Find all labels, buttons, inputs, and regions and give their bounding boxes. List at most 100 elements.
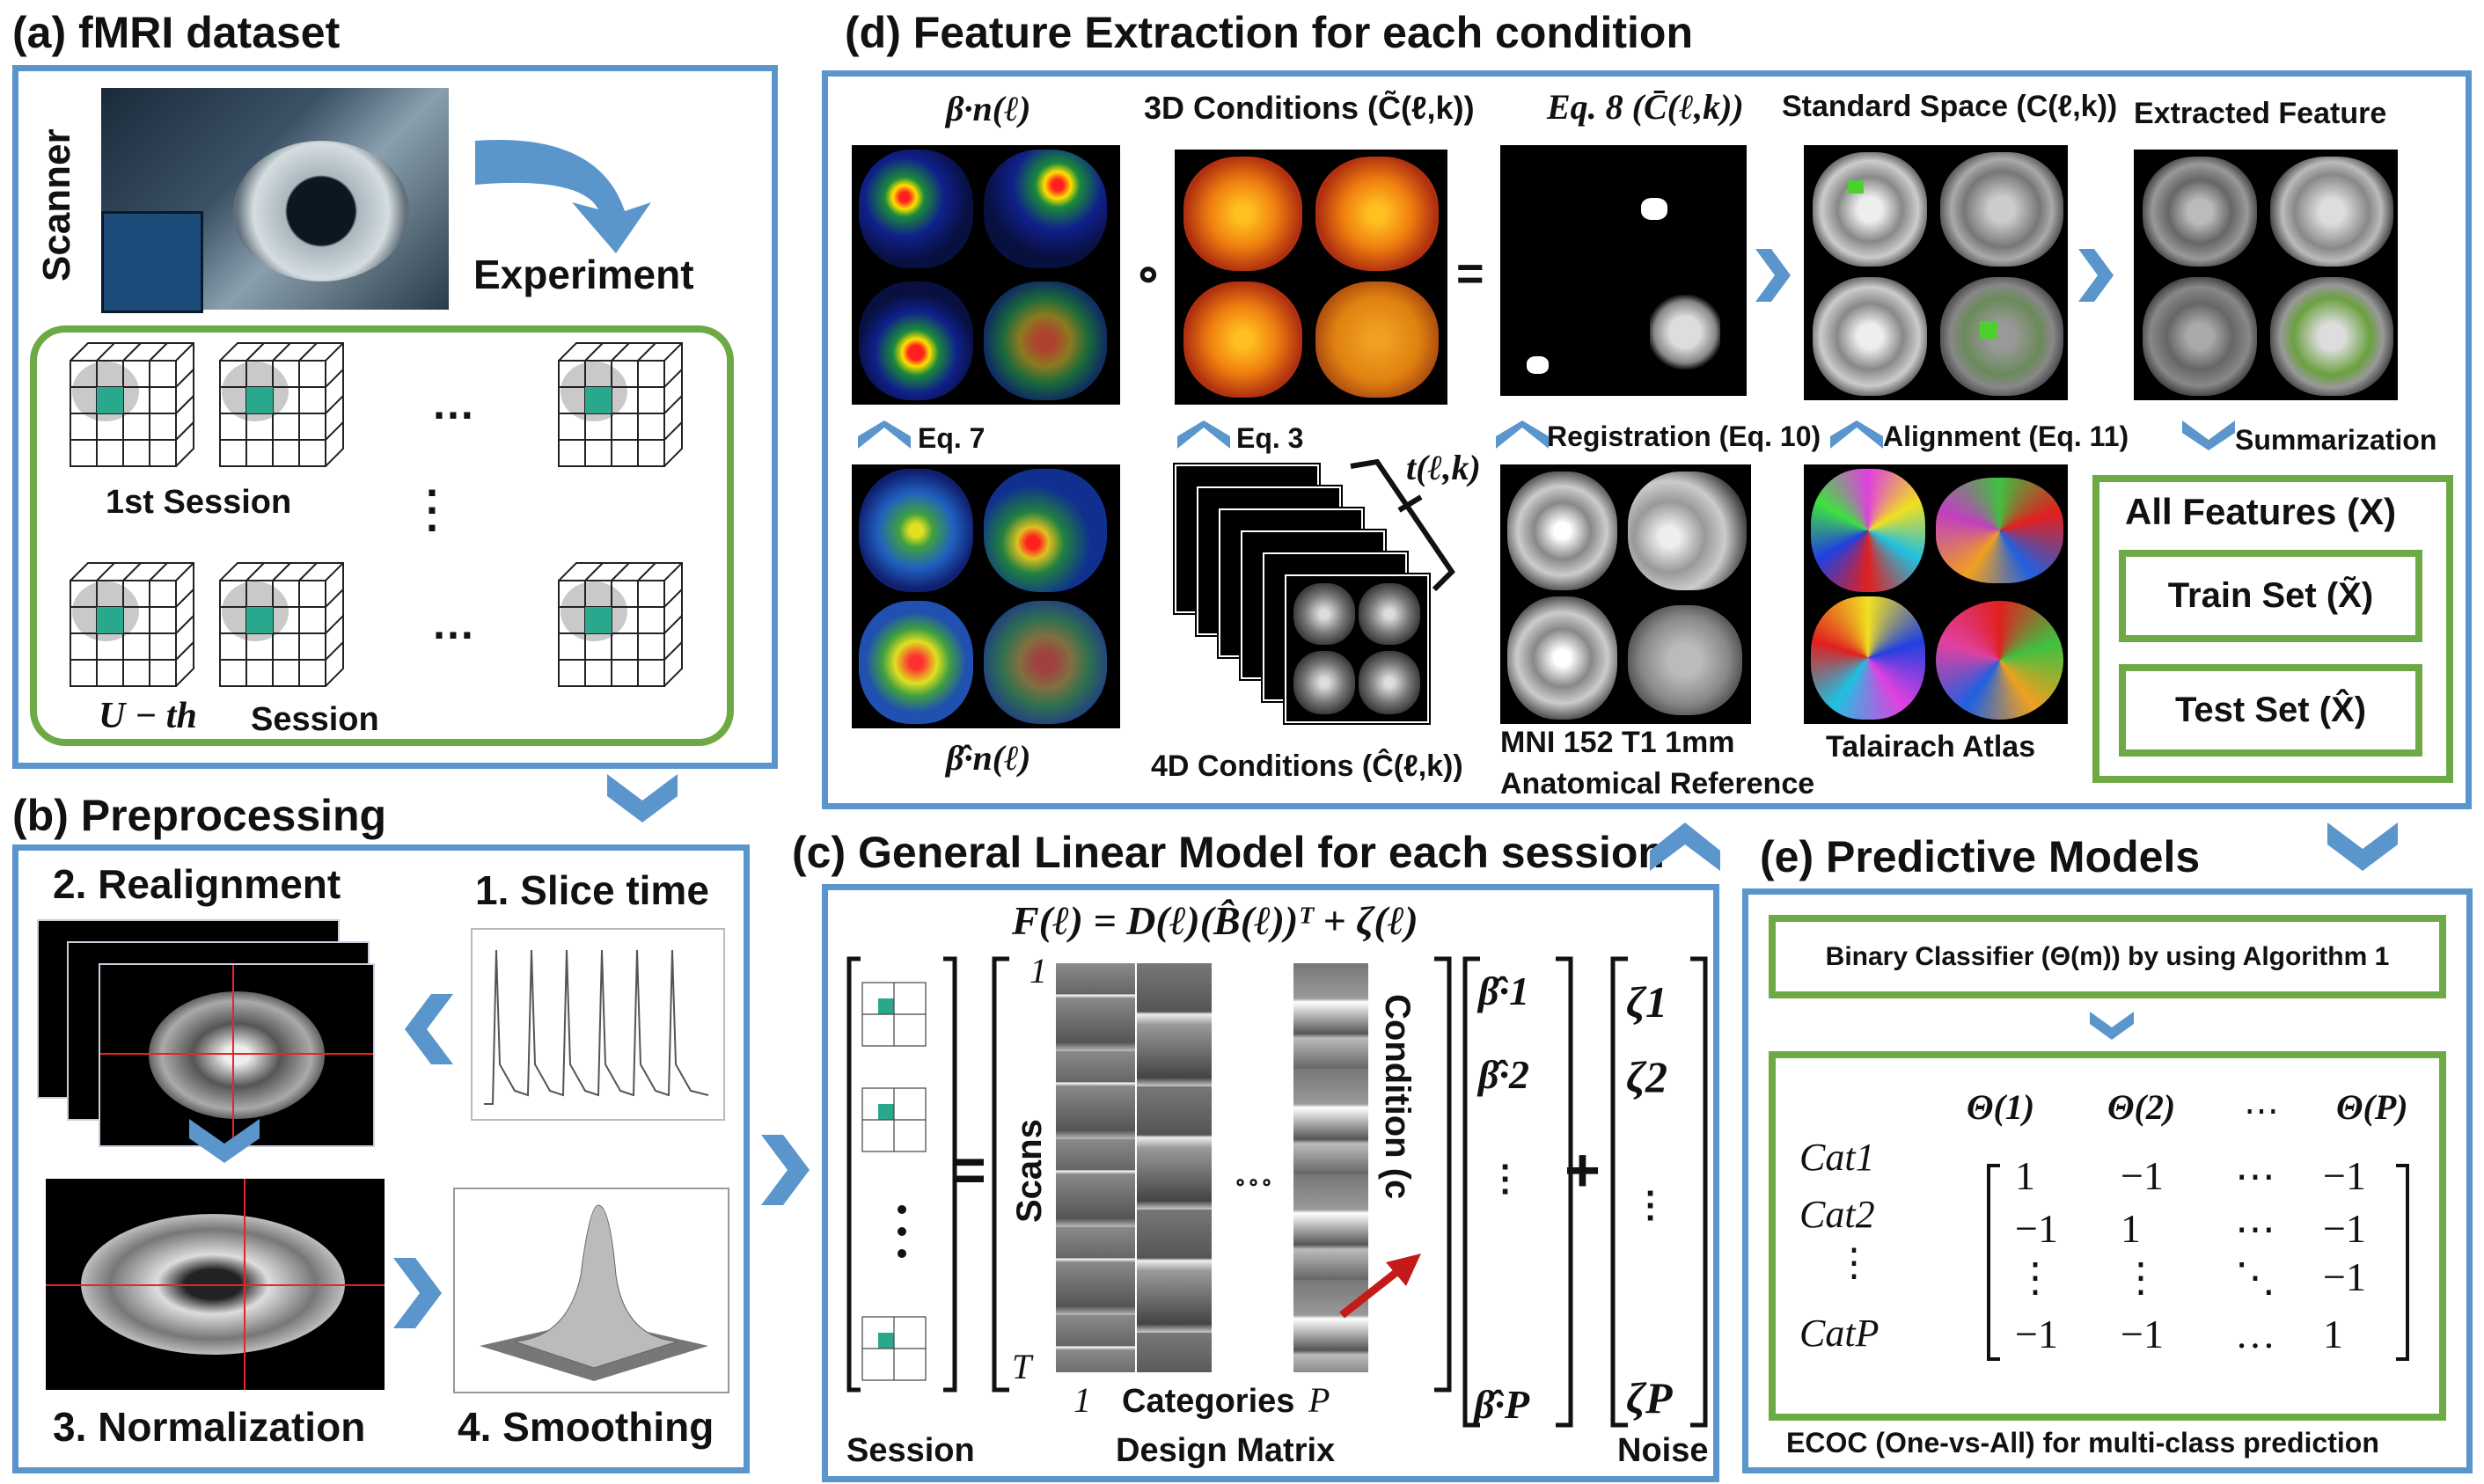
chevron-eq7 xyxy=(858,420,911,449)
chevron-d-to-e xyxy=(2327,822,2398,871)
slice-time-label: 1. Slice time xyxy=(475,867,709,913)
design-col-1 xyxy=(1056,963,1135,1372)
extracted-feature-image xyxy=(2134,150,2398,400)
design-matrix-brackets xyxy=(992,956,1452,1393)
chevron-slice-to-realign xyxy=(405,994,453,1064)
mni-label: MNI 152 T1 1mm xyxy=(1500,726,1735,759)
circ-operator: ∘ xyxy=(1133,248,1163,301)
chevron-registration xyxy=(1496,420,1549,449)
beta-vdots: ··· xyxy=(1500,1148,1513,1211)
cond3d-label: 3D Conditions (C̃(ℓ,k)) xyxy=(1144,90,1475,126)
ecoc-cell-r3-c1: ⋮ xyxy=(2015,1255,2055,1300)
chevron-b-to-c xyxy=(761,1135,810,1205)
ecoc-cell-r2-c2: 1 xyxy=(2121,1206,2141,1251)
talairach-image xyxy=(1804,464,2068,724)
beta-hat-heatmap xyxy=(852,464,1120,728)
chevron-a-to-b xyxy=(607,774,678,822)
cat-vdots: ⋮ xyxy=(1835,1241,1873,1284)
train-set-label: Train Set (X̃) xyxy=(2167,576,2374,615)
mni-image xyxy=(1500,464,1751,724)
chevron-std-to-extracted xyxy=(2078,249,2114,302)
beta-hat-label: β̂·n(ℓ) xyxy=(946,738,1031,778)
row-t-label: T xyxy=(1012,1347,1032,1386)
cat-1: Cat1 xyxy=(1799,1136,1875,1179)
col-one-label: 1 xyxy=(1073,1380,1091,1420)
row-one-label: 1 xyxy=(1030,951,1047,991)
session-brackets xyxy=(846,956,957,1393)
first-session-label: 1st Session xyxy=(106,484,292,521)
equals-sign: = xyxy=(950,1136,986,1204)
equals-operator: = xyxy=(1456,247,1484,300)
zeta-1: ζ1 xyxy=(1626,977,1668,1027)
scans-label: Scans xyxy=(1010,1119,1049,1223)
t-label: t(ℓ,k) xyxy=(1406,448,1481,487)
chevron-alignment xyxy=(1830,420,1883,449)
red-arrow xyxy=(1339,1254,1421,1319)
ecoc-cell-r4-c3: … xyxy=(2235,1312,2275,1356)
ecoc-cell-r4-c4: 1 xyxy=(2323,1312,2343,1356)
extracted-feature-label: Extracted Feature xyxy=(2134,97,2387,130)
session-dots-1: … xyxy=(431,379,475,428)
slice-time-curve xyxy=(484,949,709,1105)
realign-img-3 xyxy=(99,963,375,1147)
session-cubes xyxy=(70,342,683,687)
zeta-vdots: ··· xyxy=(1645,1174,1658,1238)
panel-a-title: (a) fMRI dataset xyxy=(12,8,341,57)
cat-2: Cat2 xyxy=(1799,1193,1875,1236)
experiment-arrow xyxy=(475,140,651,253)
binary-classifier-label: Binary Classifier (Θ(m)) by using Algori… xyxy=(1825,941,2390,971)
panel-b-title: (b) Preprocessing xyxy=(12,791,387,840)
normalization-img xyxy=(46,1179,385,1390)
theta-p: Θ(P) xyxy=(2336,1087,2408,1127)
beta-2: β̂·2 xyxy=(1478,1052,1530,1097)
design-col-2 xyxy=(1137,963,1212,1372)
design-ellipsis: ∘∘∘ xyxy=(1234,1171,1274,1195)
panel-e-title: (e) Predictive Models xyxy=(1760,832,2201,881)
zeta-p: ζP xyxy=(1626,1373,1673,1422)
cat-p: CatP xyxy=(1799,1312,1879,1355)
session-dots-2: … xyxy=(431,599,475,648)
glm-equation: F(ℓ) = D(ℓ)(B̂(ℓ))ᵀ + ζ(ℓ) xyxy=(1012,898,1418,943)
panel-d-title: (d) Feature Extraction for each conditio… xyxy=(845,8,1693,57)
standard-space-image xyxy=(1804,145,2068,400)
binary-classifier-box: Binary Classifier (Θ(m)) by using Algori… xyxy=(1769,915,2446,998)
ecoc-label: ECOC (One-vs-All) for multi-class predic… xyxy=(1786,1427,2379,1458)
ecoc-box xyxy=(1769,1051,2446,1421)
noise-brackets xyxy=(1610,956,1708,1428)
beta-1: β̂·1 xyxy=(1478,969,1530,1013)
all-features-label: All Features (X) xyxy=(2125,491,2397,532)
normalization-label: 3. Normalization xyxy=(53,1404,366,1450)
beta-heatmap xyxy=(852,145,1120,405)
design-matrix-label: Design Matrix xyxy=(1116,1432,1336,1469)
beta-p: β̂·P xyxy=(1474,1382,1530,1427)
test-set-box: Test Set (X̂) xyxy=(2119,664,2422,757)
condition-label: Condition (c xyxy=(1378,994,1417,1200)
eq8-label: Eq. 8 (C̄(ℓ,k)) xyxy=(1547,87,1744,127)
smoothing-label: 4. Smoothing xyxy=(458,1404,714,1450)
chevron-norm-to-smooth xyxy=(393,1258,442,1328)
ecoc-cell-r1-c1: 1 xyxy=(2015,1153,2035,1198)
eq7-label: Eq. 7 xyxy=(918,422,986,454)
u-session-label: Session xyxy=(251,701,379,738)
ecoc-cell-r2-c1: −1 xyxy=(2015,1206,2058,1251)
chevron-eq8-to-std xyxy=(1755,249,1791,302)
eq3-label: Eq. 3 xyxy=(1236,422,1304,454)
session-vdots: ··· xyxy=(426,468,441,552)
theta-2: Θ(2) xyxy=(2107,1087,2176,1127)
chevron-c-to-d xyxy=(1650,822,1720,871)
ecoc-cell-r1-c3: ⋯ xyxy=(2235,1154,2275,1199)
plus-sign: + xyxy=(1564,1136,1601,1204)
anatomical-reference-label: Anatomical Reference xyxy=(1500,767,1815,800)
talairach-label: Talairach Atlas xyxy=(1826,730,2036,764)
train-set-box: Train Set (X̃) xyxy=(2119,550,2422,642)
standard-space-label: Standard Space (C(ℓ,k)) xyxy=(1782,90,2118,123)
u-th-label: U − th xyxy=(99,696,197,736)
cond3d-image xyxy=(1175,150,1447,405)
ecoc-cell-r1-c2: −1 xyxy=(2121,1153,2164,1198)
scanner-photo xyxy=(101,88,449,313)
ecoc-cell-r2-c4: −1 xyxy=(2323,1206,2366,1251)
beta-n-label: β·n(ℓ) xyxy=(946,89,1031,128)
chevron-summarization xyxy=(2182,420,2235,450)
ecoc-cell-r1-c4: −1 xyxy=(2323,1153,2366,1198)
